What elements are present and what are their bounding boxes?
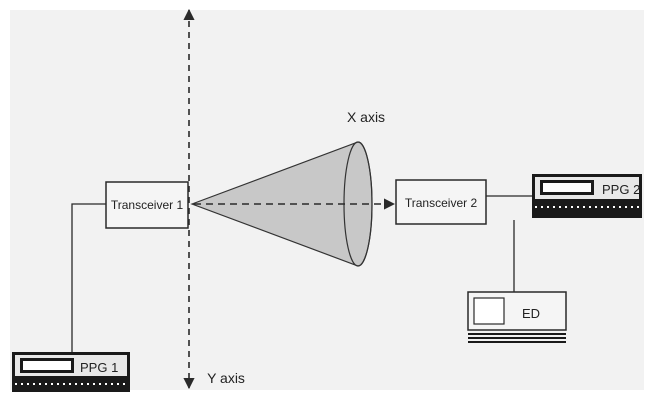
ppg-1-device: PPG 1 (12, 352, 130, 392)
transceiver-2: Transceiver 2 (395, 179, 487, 225)
transceiver-2-label: Transceiver 2 (405, 196, 478, 210)
transceiver-1-label: Transceiver 1 (111, 198, 184, 212)
ppg-1-label: PPG 1 (80, 360, 118, 375)
transceiver-2-box (395, 179, 487, 225)
ppg-2-label: PPG 2 (602, 182, 640, 197)
x-axis-label: X axis (347, 109, 385, 125)
y-axis-label: Y axis (207, 370, 245, 386)
transceiver-1: Transceiver 1 (105, 181, 189, 229)
ed-label: ED (522, 306, 540, 321)
ppg-2-device: PPG 2 (532, 174, 642, 218)
wire-ppg1-transceiver1 (71, 203, 106, 352)
ed-device: ED (467, 291, 567, 343)
transceiver-1-box (105, 181, 189, 229)
